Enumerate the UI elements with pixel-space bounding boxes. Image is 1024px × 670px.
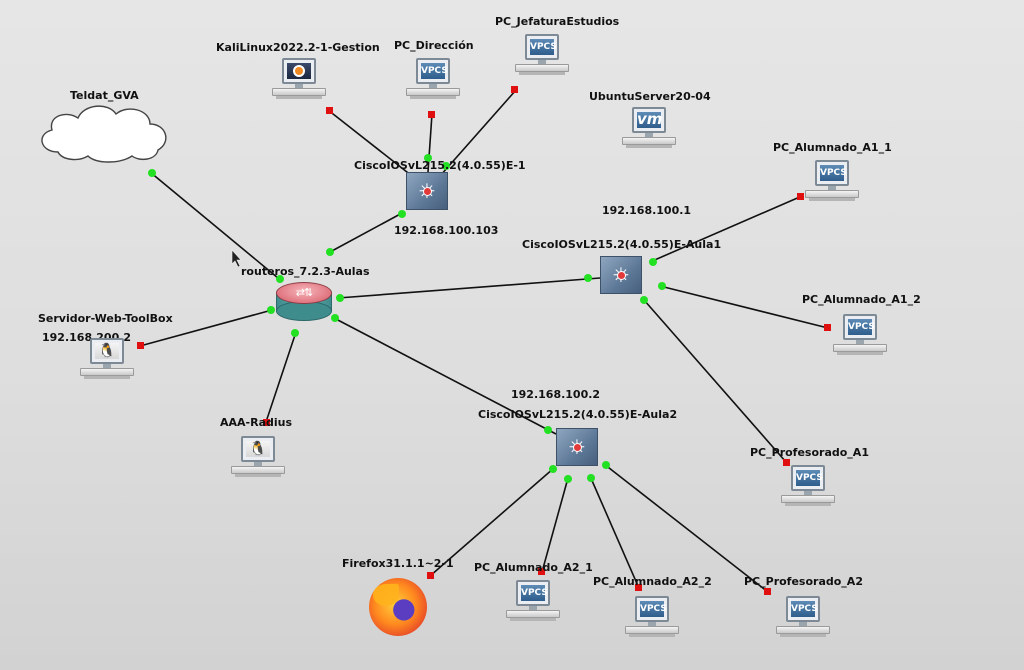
- node-label-pc-a2-2: PC_Alumnado_A2_2: [593, 575, 712, 588]
- firefox-node[interactable]: [369, 578, 427, 636]
- port-down: [137, 342, 144, 349]
- link-aula1-a1-1[interactable]: [649, 195, 803, 263]
- link-aula2-firefox[interactable]: [429, 467, 555, 577]
- port-up: [587, 474, 595, 482]
- node-label-firefox: Firefox31.1.1~2-1: [342, 557, 454, 570]
- port-up: [326, 248, 334, 256]
- vpcs-icon: VPCS: [640, 601, 667, 617]
- switch-aula2-node[interactable]: ✳: [556, 428, 598, 466]
- vpcs-icon: VPCS: [791, 601, 818, 617]
- vpcs-icon: VPCS: [530, 39, 557, 55]
- port-down: [764, 588, 771, 595]
- switch1-node[interactable]: ✳: [406, 172, 448, 210]
- node-label-router: routeros_7.2.3-Aulas: [241, 265, 370, 278]
- port-up: [148, 169, 156, 177]
- port-down: [427, 572, 434, 579]
- node-label-switch-aula2: CiscoIOSvL215.2(4.0.55)E-Aula2: [478, 408, 678, 421]
- node-label-kali: KaliLinux2022.2-1-Gestion: [216, 41, 380, 54]
- port-up: [602, 461, 610, 469]
- port-down: [263, 419, 270, 426]
- port-up: [424, 154, 432, 162]
- node-label-ubuntu: UbuntuServer20-04: [589, 90, 711, 103]
- link-kali-switch1[interactable]: [327, 109, 413, 177]
- node-label-teldat: Teldat_GVA: [70, 89, 139, 102]
- port-down: [511, 86, 518, 93]
- link-aula2-prof-a2[interactable]: [603, 463, 769, 593]
- port-up: [398, 210, 406, 218]
- node-ip-switch-aula2: 192.168.100.2: [511, 388, 601, 401]
- port-up: [549, 465, 557, 473]
- port-down: [538, 568, 545, 575]
- node-label-pc-a2-1: PC_Alumnado_A2_1: [474, 561, 593, 574]
- port-up: [442, 162, 450, 170]
- link-router-aaa[interactable]: [265, 331, 297, 423]
- port-up: [658, 282, 666, 290]
- router-icon: ⇄⇅: [295, 286, 313, 299]
- vpcs-icon: VPCS: [421, 63, 448, 79]
- port-down: [428, 111, 435, 118]
- node-label-pc-a1-2: PC_Alumnado_A1_2: [802, 293, 921, 306]
- cloud-icon[interactable]: [41, 105, 167, 163]
- port-up: [331, 314, 339, 322]
- mouse-cursor-icon: [231, 249, 242, 268]
- vpcs-icon: VPCS: [848, 319, 875, 335]
- port-up: [584, 274, 592, 282]
- link-aula2-a2-1[interactable]: [541, 477, 569, 573]
- vpcs-icon: VPCS: [521, 585, 548, 601]
- node-label-aaa: AAA-Radius: [220, 416, 293, 429]
- port-up: [336, 294, 344, 302]
- node-label-switch1: CiscoIOSvL215.2(4.0.55)E-1: [354, 159, 526, 172]
- port-down: [824, 324, 831, 331]
- port-up: [276, 275, 284, 283]
- node-label-pc-jefatura: PC_JefaturaEstudios: [495, 15, 620, 28]
- linux-tux-icon: 🐧: [95, 343, 119, 359]
- vm-icon: vm: [637, 110, 663, 128]
- node-label-pc-a1-1: PC_Alumnado_A1_1: [773, 141, 892, 154]
- link-router-servidor[interactable]: [139, 309, 273, 347]
- port-up: [291, 329, 299, 337]
- port-up: [649, 258, 657, 266]
- kali-logo-icon: [287, 63, 311, 79]
- port-up: [640, 296, 648, 304]
- link-aula1-a1-2[interactable]: [659, 285, 829, 329]
- node-label-pc-prof-a1: PC_Profesorado_A1: [750, 446, 869, 459]
- link-switch1-router[interactable]: [329, 211, 405, 253]
- switch-aula1-node[interactable]: ✳: [600, 256, 642, 294]
- link-aula2-a2-2[interactable]: [589, 475, 639, 587]
- firefox-icon: [373, 584, 399, 606]
- linux-tux-icon: 🐧: [246, 441, 270, 457]
- node-label-pc-direccion: PC_Dirección: [394, 39, 474, 52]
- vpcs-icon: VPCS: [820, 165, 847, 181]
- node-ip-switch-aula1: 192.168.100.1: [602, 204, 692, 217]
- port-up: [564, 475, 572, 483]
- link-jefatura-switch1[interactable]: [439, 89, 517, 177]
- node-label-pc-prof-a2: PC_Profesorado_A2: [744, 575, 863, 588]
- link-router-aula2[interactable]: [333, 317, 557, 435]
- node-label-switch-aula1: CiscoIOSvL215.2(4.0.55)E-Aula1: [522, 238, 722, 251]
- link-router-aula1[interactable]: [337, 277, 601, 299]
- link-aula1-prof-a1[interactable]: [643, 299, 787, 463]
- port-down: [326, 107, 333, 114]
- port-up: [544, 426, 552, 434]
- link-direccion-switch1[interactable]: [427, 113, 433, 173]
- port-down: [797, 193, 804, 200]
- port-up: [267, 306, 275, 314]
- vpcs-icon: VPCS: [796, 470, 823, 486]
- node-ip-switch1: 192.168.100.103: [394, 224, 499, 237]
- port-down: [635, 584, 642, 591]
- port-down: [783, 459, 790, 466]
- link-teldat-router[interactable]: [149, 171, 279, 279]
- node-label-servidor: Servidor-Web-ToolBox: [38, 312, 173, 325]
